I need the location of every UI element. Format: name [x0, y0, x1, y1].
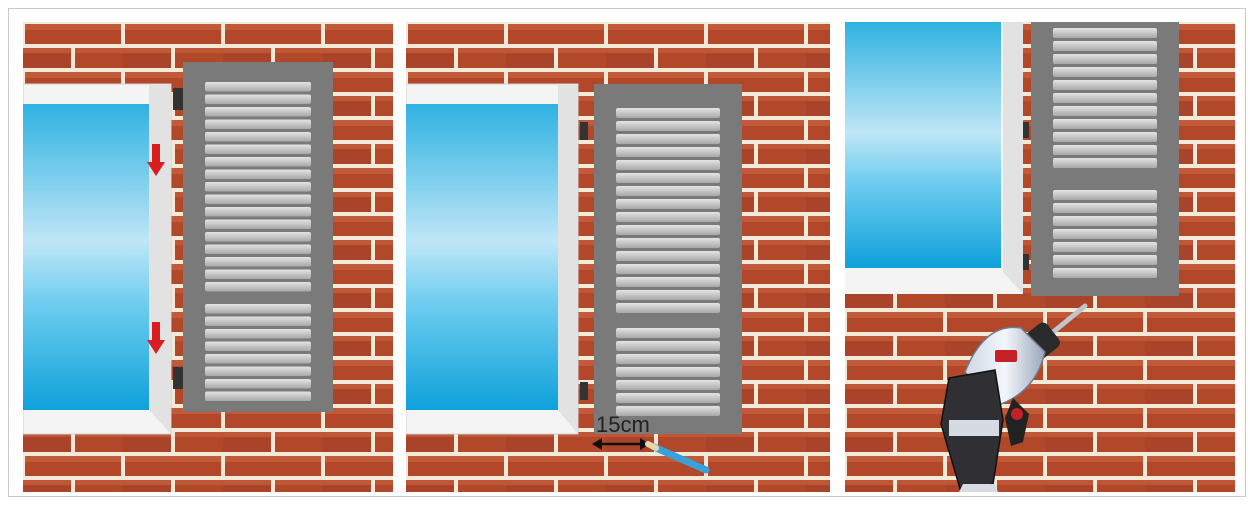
hinge-bottom — [580, 382, 588, 400]
louvre-slat — [205, 82, 311, 92]
window-frame-side — [149, 84, 171, 434]
louvre-slat — [616, 199, 720, 209]
louvre-slat — [1053, 54, 1157, 64]
louvre-slat — [1053, 119, 1157, 129]
louvre-slat — [205, 120, 311, 130]
louvre-slat — [205, 257, 311, 267]
louvre-slat — [616, 290, 720, 300]
step-1-illustration — [23, 22, 393, 492]
step-2-panel: 15cm — [406, 22, 830, 492]
louvre-slat — [616, 134, 720, 144]
louvre-slat — [1053, 242, 1157, 252]
louvre-slat — [616, 354, 720, 364]
louvre-slat — [205, 379, 311, 389]
louvre-slat — [616, 212, 720, 222]
measurement-label: 15cm — [596, 412, 650, 437]
louvre-slat — [205, 304, 311, 314]
hinge-top — [173, 88, 183, 110]
louvre-slat — [616, 108, 720, 118]
louvre-slat — [1053, 80, 1157, 90]
louvre-slat — [1053, 28, 1157, 38]
louvre-slat — [1053, 268, 1157, 278]
louvre-slat — [616, 173, 720, 183]
louvre-slat — [205, 220, 311, 230]
louvre-slat — [616, 303, 720, 313]
louvre-slat — [205, 245, 311, 255]
louvre-slat — [205, 145, 311, 155]
louvre-slat — [1053, 190, 1157, 200]
hinge-bottom — [173, 367, 183, 389]
louvre-slat — [1053, 93, 1157, 103]
louvre-slat — [205, 317, 311, 327]
louvre-slat — [616, 251, 720, 261]
louvre-slat — [205, 182, 311, 192]
louvre-slat — [205, 157, 311, 167]
louvre-slat — [616, 160, 720, 170]
louvre-slat — [205, 232, 311, 242]
louvre-slat — [1053, 229, 1157, 239]
shutter — [183, 62, 333, 412]
window-frame-side — [558, 84, 578, 434]
louvre-slat — [205, 392, 311, 402]
louvre-slat — [1053, 106, 1157, 116]
hinge-top — [580, 122, 588, 140]
step-1-panel — [23, 22, 393, 492]
louvre-slat — [616, 186, 720, 196]
louvre-slat — [1053, 255, 1157, 265]
louvre-slat — [205, 207, 311, 217]
louvre-slat — [205, 132, 311, 142]
louvre-slat — [616, 238, 720, 248]
louvre-slat — [616, 393, 720, 403]
louvre-slat — [1053, 67, 1157, 77]
louvre-slat — [205, 342, 311, 352]
louvre-slat — [1053, 132, 1157, 142]
step-2-illustration: 15cm — [406, 22, 830, 492]
step-3-panel — [845, 22, 1235, 492]
window-glass — [23, 104, 149, 410]
louvre-slat — [205, 282, 311, 292]
louvre-slat — [616, 328, 720, 338]
louvre-slat — [205, 367, 311, 377]
louvre-slat — [616, 121, 720, 131]
louvre-slat — [616, 367, 720, 377]
louvre-slat — [205, 95, 311, 105]
shutter — [594, 84, 742, 434]
louvre-slat — [616, 341, 720, 351]
louvre-slat — [1053, 41, 1157, 51]
louvre-slat — [1053, 216, 1157, 226]
louvre-slat — [205, 270, 311, 280]
louvre-slat — [616, 380, 720, 390]
hinge-bottom — [1023, 254, 1029, 270]
louvre-slat — [616, 147, 720, 157]
step-3-illustration — [845, 22, 1235, 492]
louvre-slat — [616, 277, 720, 287]
louvre-slat — [205, 170, 311, 180]
shutter — [1031, 22, 1179, 296]
louvre-slat — [205, 354, 311, 364]
window-frame-side — [1003, 22, 1023, 294]
louvre-slat — [1053, 203, 1157, 213]
louvre-slat — [616, 264, 720, 274]
hinge-top — [1023, 122, 1029, 138]
louvre-slat — [1053, 158, 1157, 168]
window-glass — [406, 104, 558, 410]
louvre-slat — [616, 225, 720, 235]
louvre-slat — [205, 329, 311, 339]
louvre-slat — [205, 195, 311, 205]
louvre-slat — [205, 107, 311, 117]
window-glass — [845, 22, 1001, 268]
louvre-slat — [1053, 145, 1157, 155]
